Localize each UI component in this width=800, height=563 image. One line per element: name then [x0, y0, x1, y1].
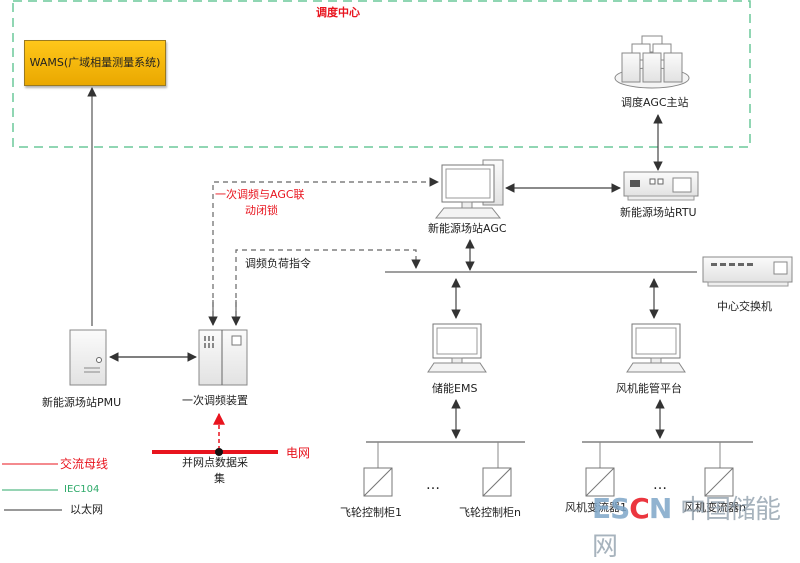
interlock-label-line2: 动闭锁 — [245, 204, 278, 217]
escn-watermark: ESCN 中国储能网 — [592, 489, 800, 563]
watermark-es: ES — [592, 492, 630, 525]
load-command-link — [235, 249, 421, 325]
diagram-canvas — [2, 0, 793, 511]
interlock-link — [212, 177, 439, 325]
flywheel-cabinet-n-label: 飞轮控制柜n — [459, 506, 521, 519]
watermark-n: N — [648, 492, 672, 525]
watermark-c: C — [629, 492, 650, 525]
wams-box[interactable]: WAMS(广域相量测量系统) — [24, 40, 166, 86]
agc-label: 新能源场站AGC — [428, 222, 507, 235]
wind-converter-1-label: 风机变流器1 — [565, 501, 627, 514]
rtu-label: 新能源场站RTU — [620, 206, 697, 219]
flywheel-cabinet-1-label: 飞轮控制柜1 — [340, 506, 402, 519]
wind-converter-n-label: 风机变流器n — [684, 501, 746, 514]
load-command-label: 调频负荷指令 — [245, 257, 311, 270]
grid-point-label-line1: 并网点数据采 — [182, 456, 248, 469]
legend-ethernet-label: 以太网 — [70, 503, 103, 516]
wind-platform-computer-icon — [626, 323, 686, 373]
pfc-device-icon — [198, 329, 248, 386]
rtu-device-icon — [623, 171, 699, 201]
ems-label: 储能EMS — [432, 382, 478, 395]
agc-master-server-icon — [614, 35, 690, 89]
wind-converter-1-icon — [585, 467, 615, 497]
dispatch-center-boundary — [12, 0, 751, 148]
grid-point-label-line2: 集 — [214, 472, 225, 485]
switch-label: 中心交换机 — [717, 300, 772, 313]
legend-ac-bus-label: 交流母线 — [60, 457, 109, 471]
pfc-device-label: 一次调频装置 — [182, 394, 248, 407]
flywheel-cabinet-1-icon — [363, 467, 393, 497]
agc-computer-icon — [434, 159, 504, 219]
legend-iec104-label: IEC104 — [64, 484, 100, 495]
wind-ellipsis: … — [653, 477, 667, 493]
wams-label: WAMS(广域相量测量系统) — [29, 56, 161, 69]
storage-ellipsis: … — [426, 477, 440, 493]
flywheel-cabinet-n-icon — [482, 467, 512, 497]
central-switch-icon — [702, 256, 793, 287]
grid-connection-point — [215, 448, 223, 456]
agc-master-label: 调度AGC主站 — [621, 96, 689, 109]
dispatch-center-title: 调度中心 — [316, 6, 360, 19]
pmu-device-icon — [69, 329, 107, 386]
wind-converter-n-icon — [704, 467, 734, 497]
grid-label: 电网 — [286, 446, 311, 460]
ems-computer-icon — [427, 323, 487, 373]
interlock-label-line1: 一次调频与AGC联 — [215, 188, 305, 201]
pmu-label: 新能源场站PMU — [42, 396, 122, 409]
wind-platform-label: 风机能管平台 — [616, 382, 682, 395]
